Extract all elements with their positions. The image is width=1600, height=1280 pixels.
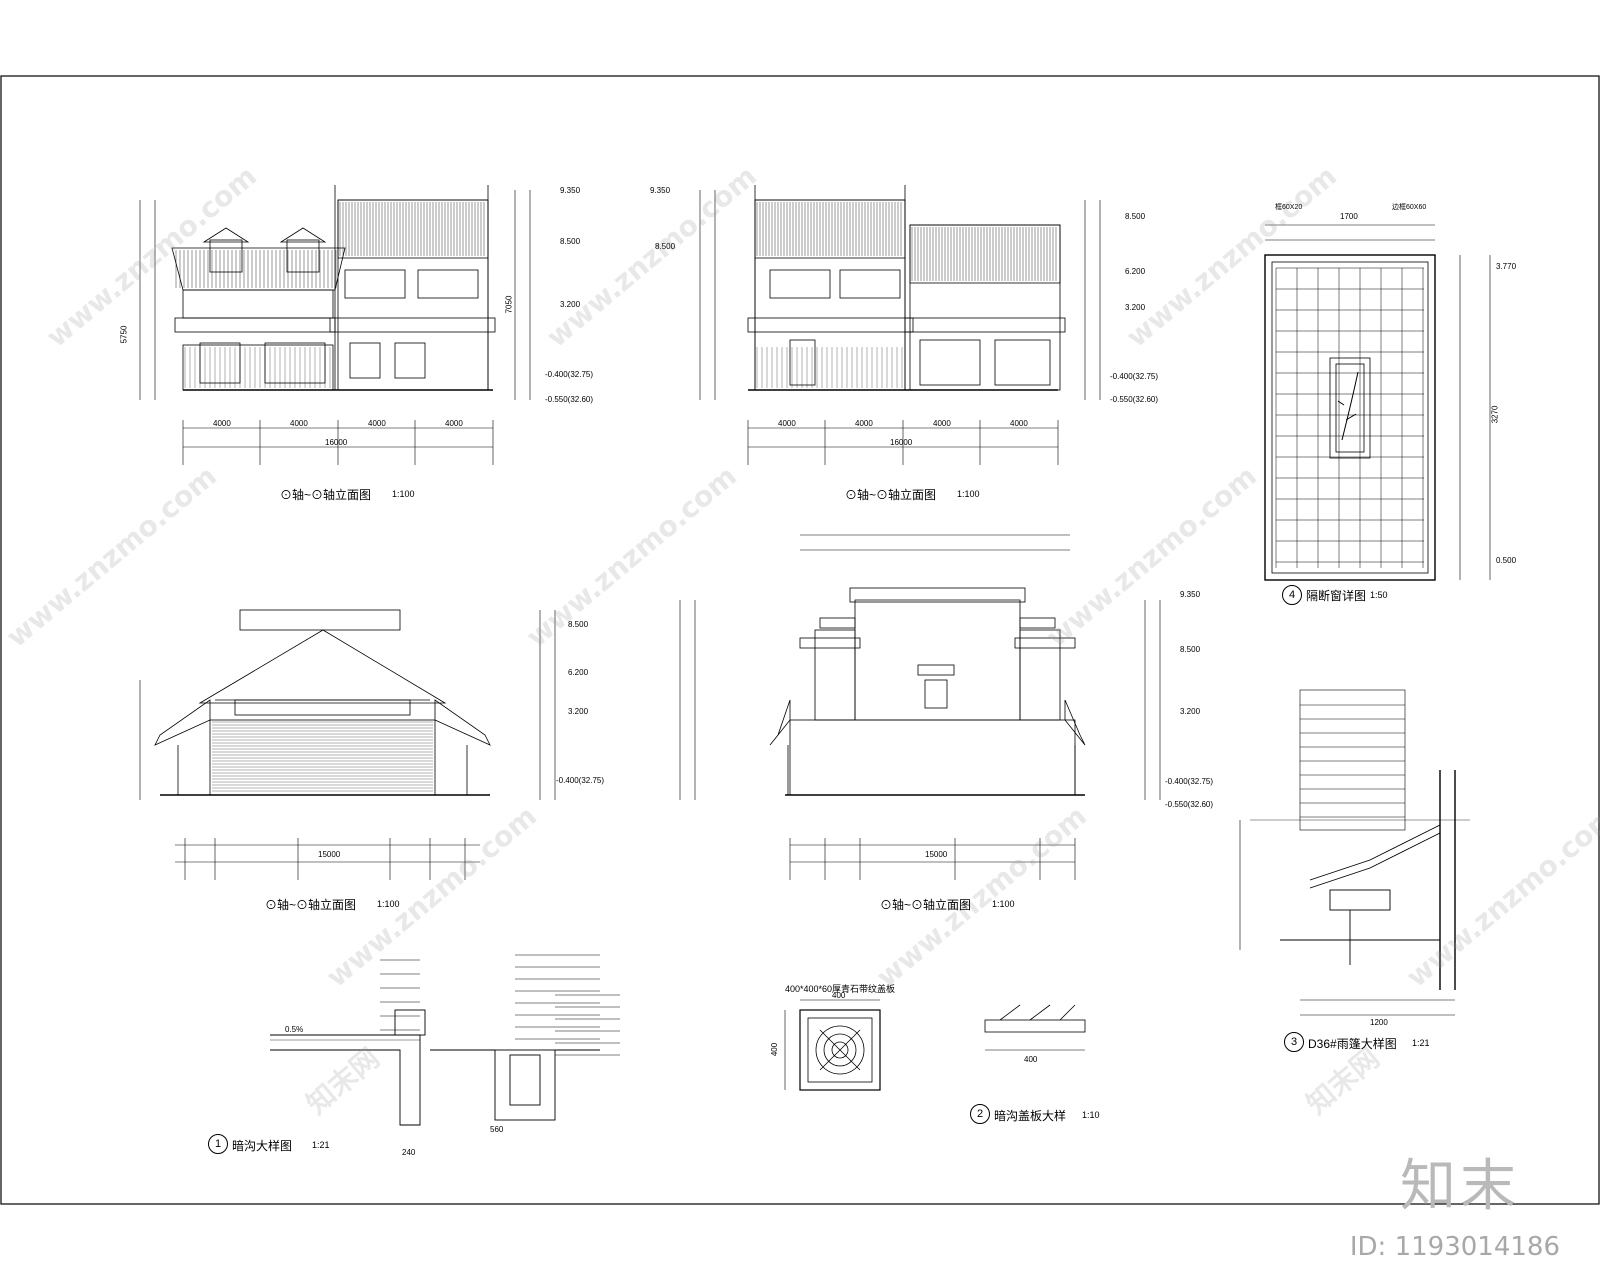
title-canopy-detail: D36#雨篷大样图 [1308,1037,1397,1051]
rear-dims [699,190,1101,465]
side-right-dims [679,534,1161,880]
rear-elevation [747,185,1066,391]
level-2f: 6.200 [1125,267,1146,276]
cover-detail-no: 2 [970,1104,990,1124]
window-top-dim: 1700 [1340,212,1358,221]
window-frame-a: 框60X20 [1275,204,1303,211]
level-mid: 3.200 [1180,707,1201,716]
title-elev-side-right: ⊙轴~⊙轴立面图 [880,898,972,912]
side-left-hatch [212,721,433,792]
side-left-dims [139,610,556,880]
dim-total-front: 16000 [325,438,348,447]
dim-bay: 4000 [368,419,386,428]
scale-elev-rear: 1:100 [957,489,980,499]
title-ditch-detail: 暗沟大样图 [232,1139,293,1153]
ditch-detail-no: 1 [208,1134,228,1154]
window-detail-no: 4 [1282,585,1302,605]
window-total-h: 3270 [1490,405,1500,424]
canopy-detail [1250,689,1470,990]
level-base: -0.550(32.60) [1110,395,1159,404]
level-mid: 3.200 [1125,303,1146,312]
scale-window-detail: 1:50 [1370,590,1388,600]
title-window-detail: 隔断窗详图 [1306,589,1367,603]
ditch-slope: 0.5% [285,1025,304,1034]
ditch-detail [270,1009,600,1126]
level-ground: -0.400(32.75) [556,776,605,785]
level-eave: 8.500 [1125,212,1146,221]
dim-bay: 4000 [855,419,873,428]
dim-total-side-left: 15000 [318,850,341,859]
level-ground: -0.400(32.75) [545,370,594,379]
window-frame-b: 边框60X60 [1392,204,1427,211]
dim-left-total: 5750 [119,325,129,344]
scale-elev-front: 1:100 [392,489,415,499]
level-eave: 8.500 [568,620,589,629]
level-eave: 8.500 [655,242,676,251]
side-elevation-right [769,587,1086,796]
ditch-width: 560 [490,1125,504,1134]
window-fretwork [1275,267,1424,568]
ditch-base: 240 [402,1148,416,1157]
level-mid: 3.200 [560,300,581,309]
dim-total-rear: 16000 [890,438,913,447]
dim-bay: 4000 [778,419,796,428]
window-level-bot: 0.500 [1496,556,1517,565]
ditch-leaders [380,954,620,1056]
level-ridge: 9.350 [1180,590,1201,599]
dim-total-side-right: 15000 [925,850,948,859]
scale-elev-side-left: 1:100 [377,899,400,909]
cover-height: 400 [770,1042,780,1057]
dim-bay: 4000 [290,419,308,428]
level-eave: 8.500 [1180,645,1201,654]
canopy-detail-no: 3 [1284,1032,1304,1052]
title-elev-front: ⊙轴~⊙轴立面图 [280,488,372,502]
level-eave: 8.500 [560,237,581,246]
dim-bay: 4000 [213,419,231,428]
level-ridge: 9.350 [650,186,671,195]
dim-bay: 4000 [933,419,951,428]
title-elev-rear: ⊙轴~⊙轴立面图 [845,488,937,502]
image-id: ID: 1193014186 [1349,1232,1560,1262]
level-mid: 3.200 [568,707,589,716]
side-elevation-left [154,609,491,796]
level-ridge: 9.350 [560,186,581,195]
title-elev-side-left: ⊙轴~⊙轴立面图 [265,898,357,912]
cover-section [984,1004,1086,1051]
brand-logo: 知末 [1400,1154,1520,1219]
window-level-top: 3.770 [1496,262,1517,271]
canopy-width: 1200 [1370,1018,1388,1027]
roof-hatching [175,202,1057,388]
cover-section-w: 400 [1024,1055,1038,1064]
dim-bay: 4000 [445,419,463,428]
cover-plate [784,999,881,1091]
cover-width: 400 [832,991,846,1000]
window-dims [1265,224,1491,580]
level-base: -0.550(32.60) [1165,800,1214,809]
title-cover-detail: 暗沟盖板大样 [994,1109,1067,1123]
level-ground: -0.400(32.75) [1165,777,1214,786]
canopy-dims [1239,820,1455,1016]
sheet-border [0,75,1600,1205]
dim-bay: 4000 [1010,419,1028,428]
cover-size: 400*400*60厚青石带纹盖板 [785,984,896,994]
scale-canopy-detail: 1:21 [1412,1038,1430,1048]
level-2f: 6.200 [568,668,589,677]
canopy-spec-rows [1300,704,1405,818]
level-base: -0.550(32.60) [545,395,594,404]
level-ground: -0.400(32.75) [1110,372,1159,381]
front-dims [139,190,531,465]
dim-right-total: 7050 [504,295,514,314]
scale-ditch-detail: 1:21 [312,1140,330,1150]
scale-cover-detail: 1:10 [1082,1110,1100,1120]
scale-elev-side-right: 1:100 [992,899,1015,909]
